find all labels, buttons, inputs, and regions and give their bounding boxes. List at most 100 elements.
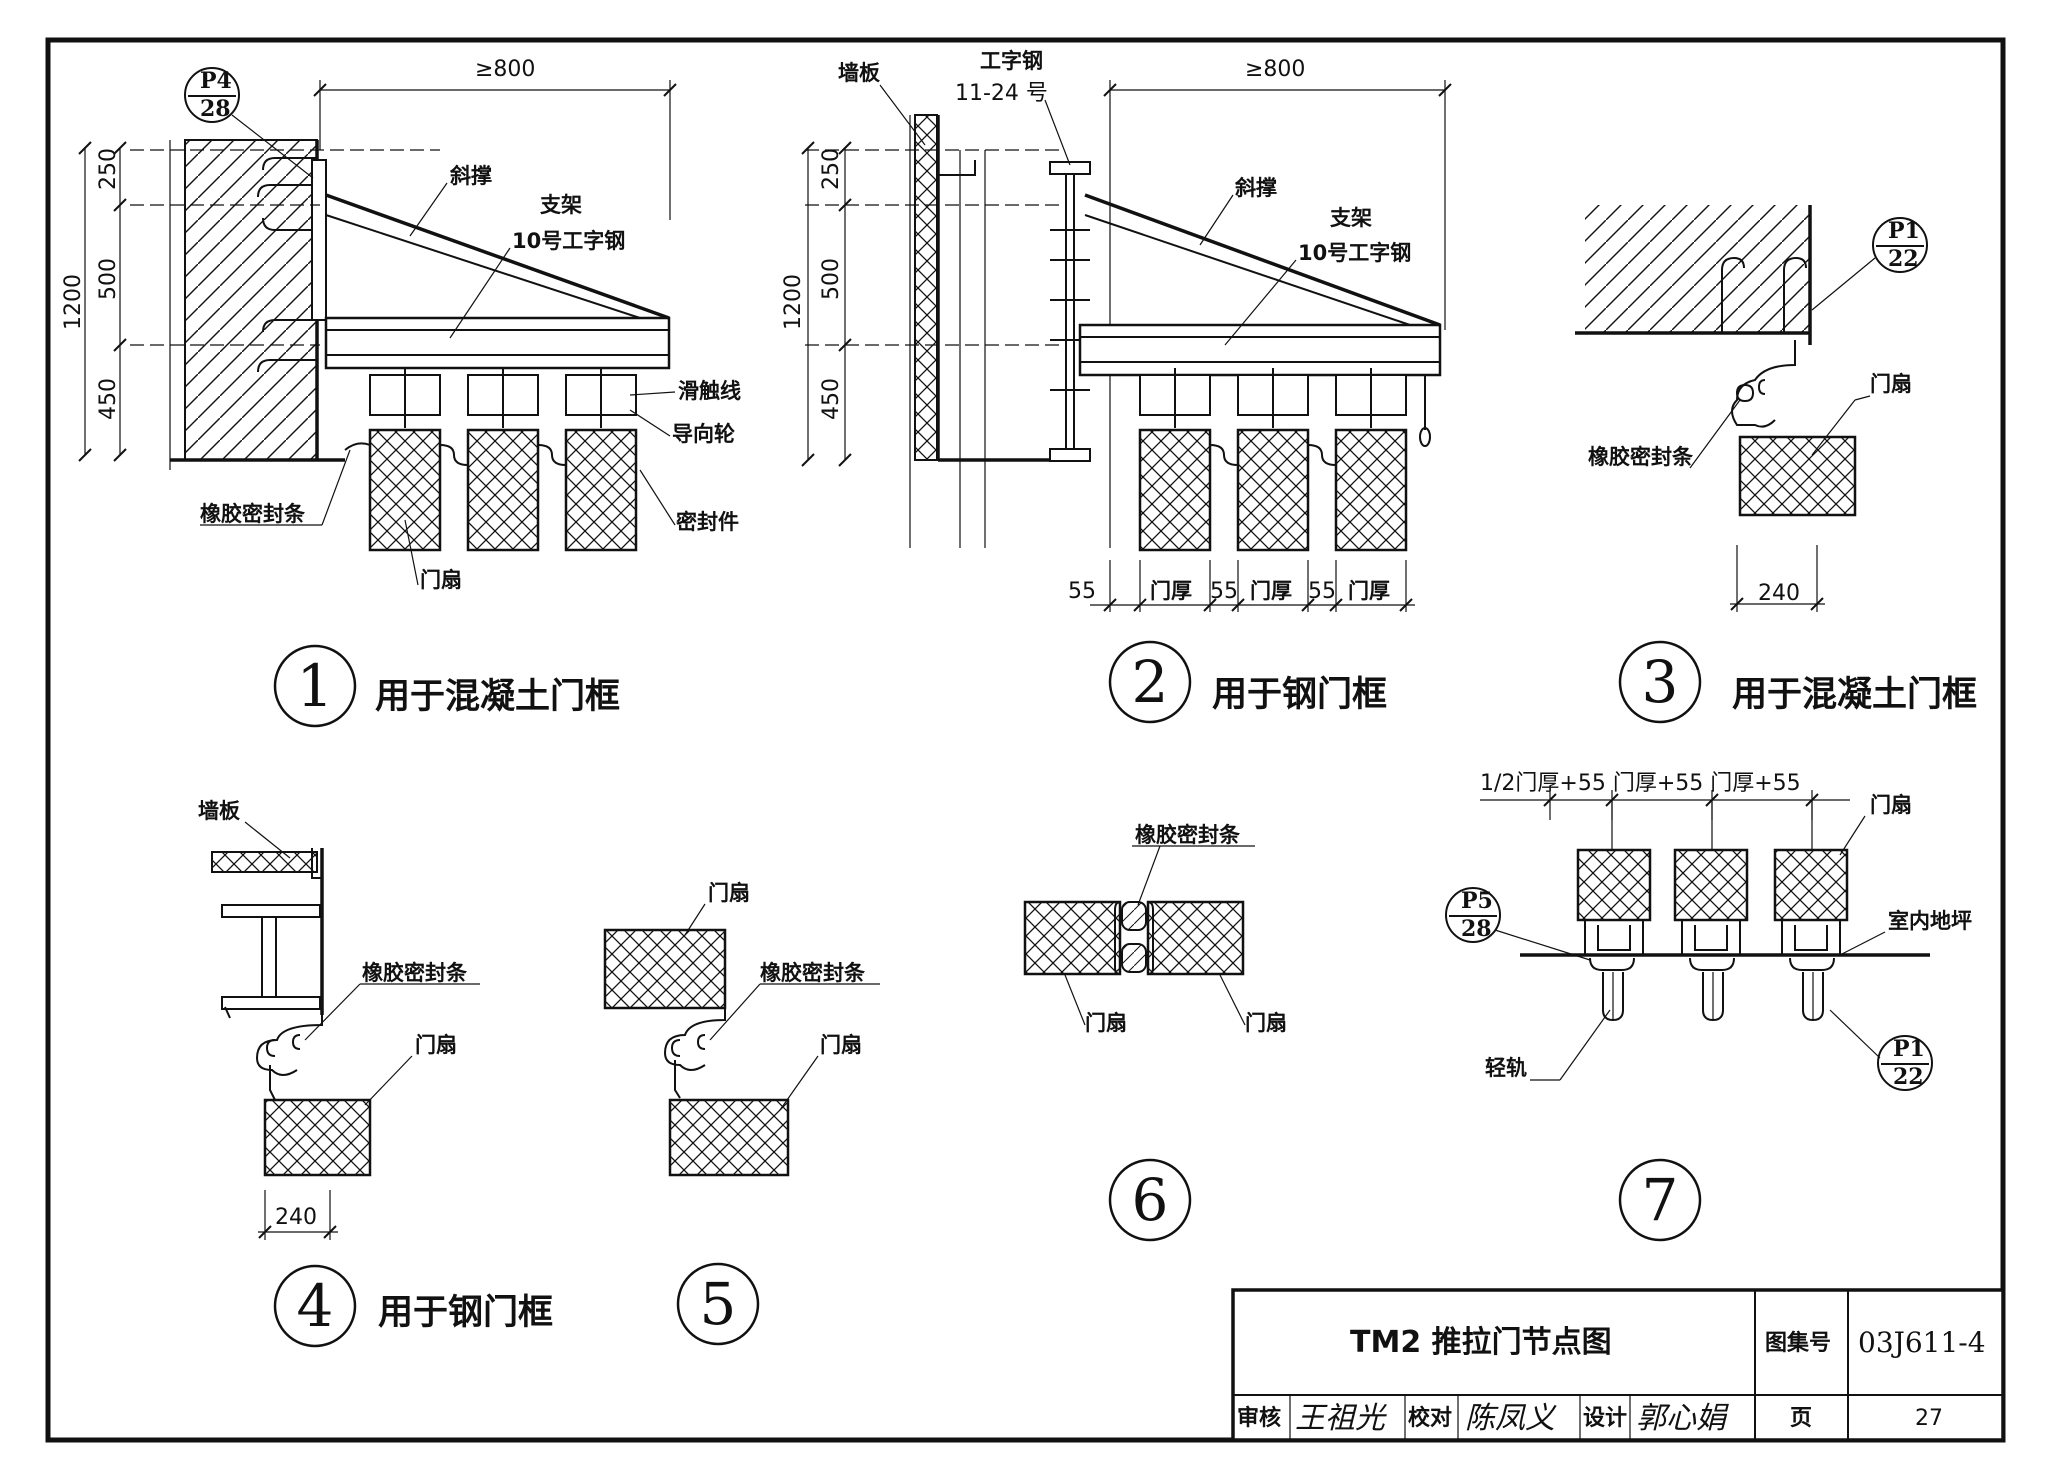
label-wall-panel-2: 墙板 [838,61,881,85]
label-door-leaf-5a: 门扇 [708,881,750,905]
atlas-number: 03J611-4 [1858,1326,1986,1359]
detail-5-drawing [603,928,790,1177]
label-huachuxian: 滑触线 [678,379,741,403]
label-rubber-seal-1: 橡胶密封条 [200,502,306,526]
label-door-leaf-3: 门扇 [1870,372,1912,396]
detail-2-caption-text: 用于钢门框 [1212,675,1387,715]
label-door-leaf-1: 门扇 [420,568,462,592]
dim-250-2: 250 [819,148,844,190]
detail-1-drawing [78,80,677,552]
ref-p1-22-b: P1 22 [1829,1009,1933,1091]
detail-6-caption: 6 [1108,1158,1192,1242]
detail-7-caption: 7 [1618,1158,1702,1242]
svg-text:P4: P4 [200,68,232,94]
label-zhijia: 支架 [540,193,582,217]
label-beam10: 10号工字钢 [512,229,625,253]
detail-2-number: 2 [1132,648,1169,716]
label-door-leaf-5b: 门扇 [820,1033,862,1057]
review-label: 审核 [1237,1405,1281,1431]
dim-450-2: 450 [819,378,844,420]
detail-7-labels: 1/2门厚+55 门厚+55 门厚+55 门扇 室内地坪 P5 28 P1 22… [1445,771,1972,1091]
dim-450-1: 450 [96,378,121,420]
detail-6-drawing [1023,900,1245,976]
label-door-leaf-6b: 门扇 [1245,1011,1287,1035]
detail-4-drawing [211,848,372,1240]
dim-55-a: 55 [1068,579,1096,604]
detail-4-number: 4 [297,1272,334,1340]
dim-door-thk-a: 门厚 [1150,579,1192,603]
detail-7-number: 7 [1642,1166,1679,1234]
detail-1-labels: ≥800 斜撑 支架 10号工字钢 滑触线 导向轮 橡胶密封条 密封件 门扇 2… [61,57,741,592]
detail-3-drawing [1575,205,1857,612]
detail-4-caption: 4 用于钢门框 [273,1264,553,1348]
detail-4-caption-text: 用于钢门框 [378,1293,553,1333]
check-label: 校对 [1408,1405,1452,1431]
svg-text:22: 22 [1893,1064,1924,1090]
detail-5-caption: 5 [676,1262,760,1346]
svg-text:P5: P5 [1461,888,1493,914]
detail-1-number: 1 [297,652,334,720]
label-door-leaf-7: 门扇 [1870,793,1912,817]
ref-p1-22-a: P1 22 [1811,217,1928,311]
design-signature: 郭心娟 [1636,1401,1729,1436]
svg-text:P1: P1 [1893,1036,1925,1062]
detail-5-number: 5 [700,1270,737,1338]
label-xiecheng-2: 斜撑 [1234,176,1277,200]
title-block: TM2 推拉门节点图 图集号 03J611-4 审核 王祖光 校对 陈凤义 设计… [1231,1288,2005,1442]
atlas-label: 图集号 [1765,1330,1831,1356]
dim-ge800: ≥800 [475,57,535,82]
page-number: 27 [1915,1406,1943,1431]
dim-1200-2: 1200 [781,274,806,330]
detail-1-caption: 1 用于混凝土门框 [273,644,620,728]
label-indoor-floor: 室内地坪 [1888,909,1972,933]
dim-500-1: 500 [96,258,121,300]
label-door-leaf-6a: 门扇 [1085,1011,1127,1035]
label-rubber-seal-4: 橡胶密封条 [362,961,468,985]
label-wall-panel-4: 墙板 [198,799,241,823]
detail-1-caption-text: 用于混凝土门框 [375,677,620,717]
dim-250-1: 250 [96,148,121,190]
detail-3-labels: P1 22 门扇 橡胶密封条 240 [1588,217,1928,606]
dim-500-2: 500 [819,258,844,300]
dim-ge800-2: ≥800 [1245,57,1305,82]
label-light-rail: 轻轨 [1485,1056,1527,1080]
label-rubber-seal-3: 橡胶密封条 [1588,445,1694,469]
dim-240-4: 240 [275,1205,317,1230]
label-ibeam: 工字钢 [980,49,1043,73]
detail-3-caption: 3 用于混凝土门框 [1618,640,1977,724]
dim-55-c: 55 [1308,579,1336,604]
ref-p4-28: P4 28 [184,67,314,179]
dim-door-thk-c: 门厚 [1348,579,1390,603]
label-beam10-2: 10号工字钢 [1298,241,1411,265]
dim-door-thk-b: 门厚 [1250,579,1292,603]
detail-6-number: 6 [1132,1166,1169,1234]
label-zhijia-2: 支架 [1330,206,1372,230]
detail-2-drawing [801,80,1452,612]
label-door-leaf-4: 门扇 [415,1033,457,1057]
detail-3-number: 3 [1642,648,1679,716]
dim-chain-7: 1/2门厚+55 门厚+55 门厚+55 [1480,771,1801,796]
svg-text:28: 28 [1461,916,1492,942]
detail-6-labels: 橡胶密封条 门扇 门扇 [1064,823,1287,1035]
svg-text:28: 28 [200,96,231,122]
detail-4-labels: 墙板 橡胶密封条 门扇 240 [198,799,480,1230]
dim-55-b: 55 [1210,579,1238,604]
detail-2-caption: 2 用于钢门框 [1108,640,1387,724]
sheet-frame [45,37,2006,1443]
dim-240-3: 240 [1758,581,1800,606]
design-label: 设计 [1583,1406,1627,1431]
label-rubber-seal-6: 橡胶密封条 [1135,823,1241,847]
label-xiecheng: 斜撑 [449,164,492,188]
review-signature: 王祖光 [1295,1401,1387,1436]
drawing-title: TM2 推拉门节点图 [1350,1325,1612,1360]
dim-1200-1: 1200 [61,274,86,330]
detail-7-drawing [1480,790,1930,1022]
label-seal-part: 密封件 [676,510,739,534]
detail-3-caption-text: 用于混凝土门框 [1732,675,1977,715]
svg-text:22: 22 [1888,246,1919,272]
label-rubber-seal-5: 橡胶密封条 [760,961,866,985]
detail-5-labels: 门扇 橡胶密封条 门扇 [684,881,880,1111]
detail-2-labels: 墙板 工字钢 11-24 号 ≥800 斜撑 支架 10号工字钢 250 500… [781,49,1411,604]
label-ibeam-range: 11-24 号 [955,81,1048,106]
